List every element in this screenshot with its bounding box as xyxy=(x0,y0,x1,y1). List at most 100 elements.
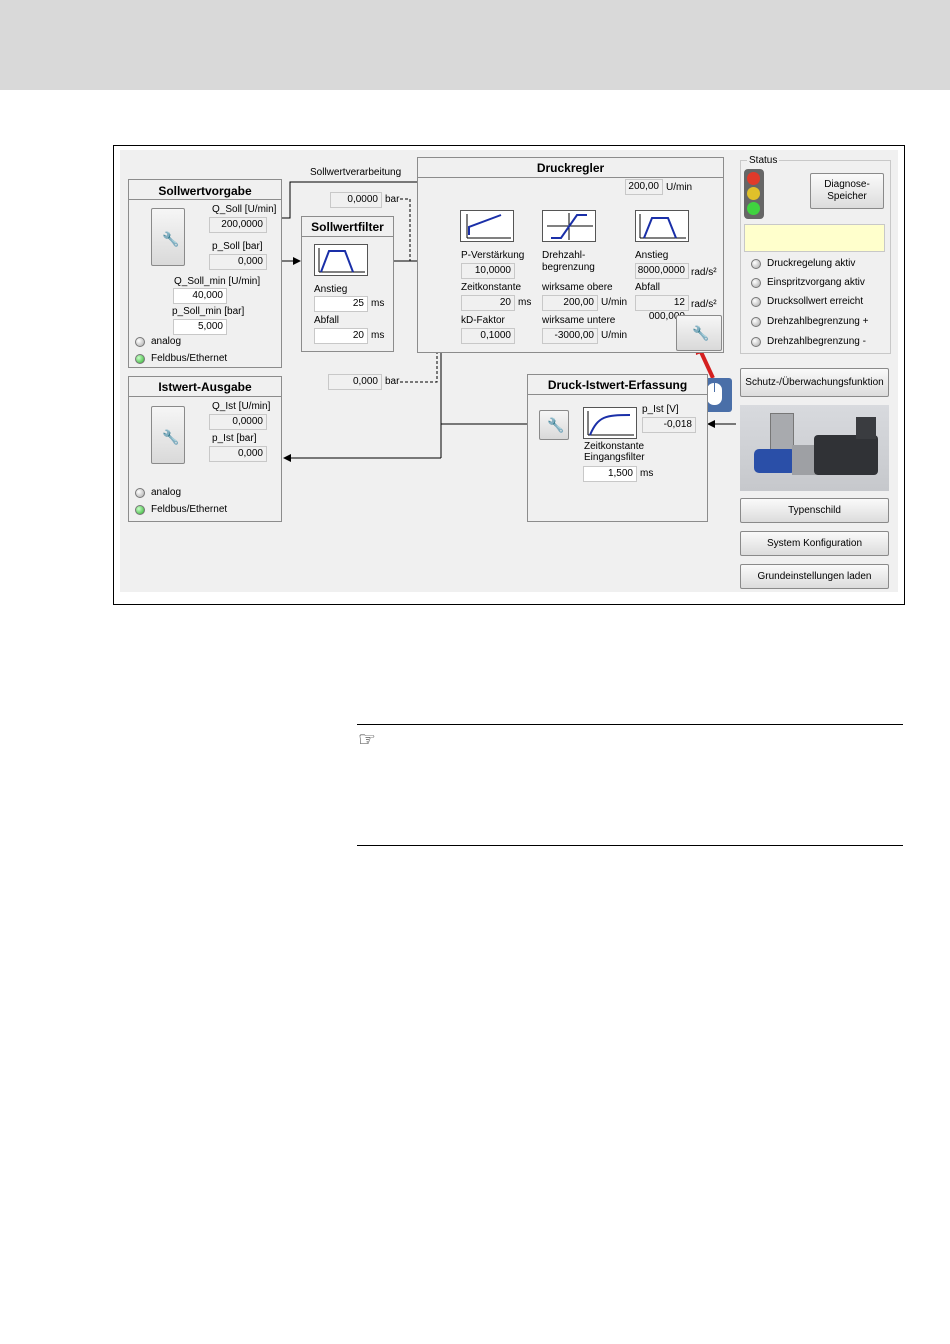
sollwertvorgabe-panel: Sollwertvorgabe 🔧 Q_Soll [U/min] 200,000… xyxy=(128,179,282,368)
regler-abfall-unit: rad/s² xyxy=(691,299,717,310)
indicator-led xyxy=(751,278,761,288)
filter-abfall-label: Abfall xyxy=(314,315,340,326)
zeitkonstante-ein-unit: ms xyxy=(640,468,654,479)
wirksame-obere-value: 200,00 xyxy=(542,295,598,311)
kd-faktor-label: kD-Faktor xyxy=(461,315,505,326)
q-soll-value: 200,0000 xyxy=(209,217,267,233)
istwert-ausgabe-panel: Istwert-Ausgabe 🔧 Q_Ist [U/min] 0,0000 p… xyxy=(128,376,282,522)
drehzahl-label-2: begrenzung xyxy=(542,262,595,273)
filter-anstieg-label: Anstieg xyxy=(314,284,348,295)
druck-istwert-settings-button[interactable]: 🔧 xyxy=(539,410,569,440)
regler-anstieg-value: 8000,0000 xyxy=(635,263,689,279)
zeitkonstante-ein-label-1: Zeitkonstante xyxy=(584,441,645,452)
filter-abfall-field[interactable]: 20 xyxy=(314,328,368,344)
q-ist-label: Q_Ist [U/min] xyxy=(212,401,271,412)
status-panel: Status Diagnose- Speicher Druckregelung … xyxy=(740,155,891,354)
system-konfiguration-button[interactable]: System Konfiguration xyxy=(740,531,889,556)
istwert-settings-button[interactable]: 🔧 xyxy=(151,406,185,464)
top-bar-value: 0,0000 xyxy=(330,192,382,208)
drehzahl-label-1: Drehzahl- xyxy=(542,250,586,261)
druckregler-settings-button[interactable]: 🔧 xyxy=(676,315,722,351)
radio-feldbus-label: Feldbus/Ethernet xyxy=(151,353,228,364)
filter-anstieg-unit: ms xyxy=(371,298,385,309)
druckregler-title: Druckregler xyxy=(536,161,605,175)
status-message-field xyxy=(744,224,885,252)
top-bar-unit: bar xyxy=(385,194,400,205)
sollwertfilter-panel: Sollwertfilter Anstieg 25 ms Abfall 20 m… xyxy=(301,216,394,352)
radio-analog-ist-label: analog xyxy=(151,487,182,498)
zeitkonstante-label: Zeitkonstante xyxy=(461,282,522,293)
typenschild-button[interactable]: Typenschild xyxy=(740,498,889,523)
radio-analog-label: analog xyxy=(151,336,182,347)
p-verstaerkung-label: P-Verstärkung xyxy=(461,250,525,261)
q-soll-label: Q_Soll [U/min] xyxy=(212,204,277,215)
schutz-button[interactable]: Schutz-/Überwachungsfunktion xyxy=(740,368,889,397)
page-header-band xyxy=(0,0,950,90)
q-soll-min-field[interactable]: 40,000 xyxy=(173,288,227,304)
bottom-bar-value: 0,000 xyxy=(328,374,382,390)
filter-graph-icon xyxy=(583,407,637,439)
zeitkonstante-unit: ms xyxy=(518,297,532,308)
p-soll-min-field[interactable]: 5,000 xyxy=(173,319,227,335)
radio-feldbus[interactable] xyxy=(135,354,145,364)
p-soll-min-label: p_Soll_min [bar] xyxy=(172,306,245,317)
sollwertfilter-title: Sollwertfilter xyxy=(311,220,384,234)
bottom-bar-unit: bar xyxy=(385,376,400,387)
filter-abfall-unit: ms xyxy=(371,330,385,341)
zeitkonstante-ein-field[interactable]: 1,500 xyxy=(583,466,637,482)
indicator-led xyxy=(751,297,761,307)
sollwertvorgabe-settings-button[interactable]: 🔧 xyxy=(151,208,185,266)
druckregler-panel: Druckregler 200,00 U/min P-Verstärkung 1… xyxy=(417,157,724,353)
grundeinstellungen-button[interactable]: Grundeinstellungen laden xyxy=(740,564,889,589)
radio-analog[interactable] xyxy=(135,337,145,347)
indicator-led xyxy=(751,317,761,327)
druck-istwert-panel: Druck-Istwert-Erfassung 🔧 p_Ist [V] -0,0… xyxy=(527,374,708,522)
druck-istwert-title: Druck-Istwert-Erfassung xyxy=(547,378,688,392)
filter-anstieg-field[interactable]: 25 xyxy=(314,296,368,312)
p-controller-graph-icon xyxy=(460,210,514,242)
wrench-icon: 🔧 xyxy=(547,417,565,433)
wirksame-obere-unit: U/min xyxy=(601,297,628,308)
kd-faktor-value: 0,1000 xyxy=(461,328,515,344)
q-soll-min-label: Q_Soll_min [U/min] xyxy=(174,276,261,287)
p-soll-label: p_Soll [bar] xyxy=(212,241,263,252)
indicator-label: Druckregelung aktiv xyxy=(767,258,856,269)
wrench-icon: 🔧 xyxy=(162,231,180,247)
note-top-rule xyxy=(357,724,903,725)
speed-value: 200,00 xyxy=(625,179,663,195)
diagnose-label-2: Speicher xyxy=(827,191,867,202)
traffic-light-icon xyxy=(744,169,764,219)
indicator-label: Einspritzvorgang aktiv xyxy=(767,277,865,288)
indicator-led xyxy=(751,259,761,269)
sollwertvorgabe-title: Sollwertvorgabe xyxy=(158,184,252,198)
wirksame-obere-label: wirksame obere xyxy=(542,282,613,293)
speed-unit: U/min xyxy=(666,182,693,193)
indicator-label: Drehzahlbegrenzung - xyxy=(767,336,866,347)
status-title: Status xyxy=(747,155,780,167)
p-ist-label: p_Ist [bar] xyxy=(212,433,257,444)
p-soll-value: 0,000 xyxy=(209,254,267,270)
wrench-icon: 🔧 xyxy=(162,429,180,445)
regler-abfall-label: Abfall xyxy=(635,282,661,293)
ramp-graph-icon-2 xyxy=(635,210,689,242)
indicator-label: Drehzahlbegrenzung + xyxy=(767,316,869,327)
p-ist-v-value: -0,018 xyxy=(642,417,696,433)
note-bottom-rule xyxy=(357,845,903,846)
speed-limit-graph-icon xyxy=(542,210,596,242)
p-ist-v-label: p_Ist [V] xyxy=(642,404,679,415)
regler-anstieg-unit: rad/s² xyxy=(691,267,717,278)
zeitkonstante-value: 20 xyxy=(461,295,515,311)
wirksame-untere-unit: U/min xyxy=(601,330,628,341)
istwert-ausgabe-title: Istwert-Ausgabe xyxy=(158,380,252,394)
pointing-hand-icon: ☞ xyxy=(358,729,376,751)
p-ist-value: 0,000 xyxy=(209,446,267,462)
sollwertverarbeitung-label: Sollwertverarbeitung xyxy=(310,167,402,178)
regler-abfall-value: 12 000,000 xyxy=(635,295,689,322)
indicator-label: Drucksollwert erreicht xyxy=(767,296,864,307)
q-ist-value: 0,0000 xyxy=(209,414,267,430)
indicator-led xyxy=(751,337,761,347)
radio-analog-ist[interactable] xyxy=(135,488,145,498)
radio-feldbus-ist-label: Feldbus/Ethernet xyxy=(151,504,228,515)
diagnose-speicher-button[interactable]: Diagnose- Speicher xyxy=(810,173,884,209)
radio-feldbus-ist[interactable] xyxy=(135,505,145,515)
